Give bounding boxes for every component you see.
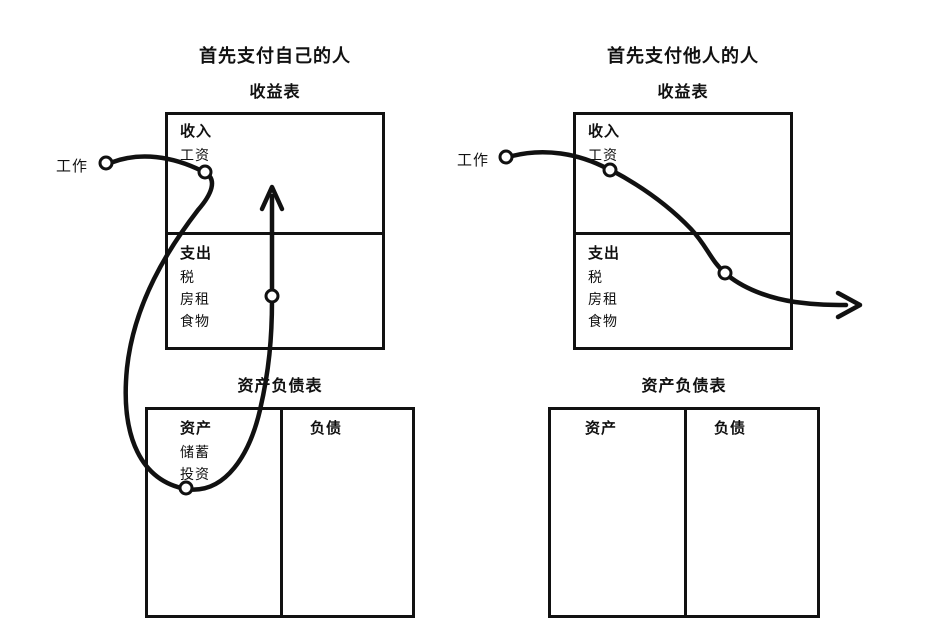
right-job-label: 工作 bbox=[457, 152, 490, 169]
right-job-node-icon bbox=[498, 149, 514, 165]
right-income-section: 收入 工资 bbox=[588, 120, 620, 166]
right-income-item-salary: 工资 bbox=[588, 147, 618, 163]
left-expense-item-tax: 税 bbox=[180, 269, 195, 285]
left-income-item-salary: 工资 bbox=[180, 147, 210, 163]
right-assets-section: 资产 bbox=[585, 417, 617, 441]
left-assets-label: 资产 bbox=[180, 420, 213, 437]
right-income-statement-box: 收入 工资 支出 税 房租 食物 bbox=[573, 112, 793, 350]
right-income-label: 收入 bbox=[588, 123, 621, 140]
left-income-statement-title: 收益表 bbox=[249, 84, 301, 101]
left-expense-label: 支出 bbox=[180, 245, 213, 262]
left-assets-liabilities-divider bbox=[280, 409, 283, 616]
left-job-label: 工作 bbox=[56, 158, 89, 175]
left-expense-item-rent: 房租 bbox=[180, 291, 210, 307]
right-income-statement-title: 收益表 bbox=[657, 84, 709, 101]
left-income-label: 收入 bbox=[180, 123, 213, 140]
right-panel-title: 首先支付他人的人 bbox=[607, 46, 759, 66]
right-expense-section: 支出 税 房租 食物 bbox=[588, 242, 620, 332]
left-income-statement-box: 收入 工资 支出 税 房租 食物 bbox=[165, 112, 385, 350]
right-income-expense-divider bbox=[575, 232, 791, 235]
left-liabilities-section: 负债 bbox=[310, 417, 342, 441]
right-assets-label: 资产 bbox=[585, 420, 618, 437]
right-liabilities-section: 负债 bbox=[714, 417, 746, 441]
right-expense-item-tax: 税 bbox=[588, 269, 603, 285]
right-liabilities-label: 负债 bbox=[714, 420, 747, 437]
left-balance-sheet-box: 资产 储蓄 投资 负债 bbox=[145, 407, 415, 618]
left-balance-sheet-title: 资产负债表 bbox=[237, 378, 323, 395]
right-expense-label: 支出 bbox=[588, 245, 621, 262]
right-balance-sheet-title: 资产负债表 bbox=[641, 378, 727, 395]
right-expense-item-food: 食物 bbox=[588, 313, 618, 329]
right-expense-item-rent: 房租 bbox=[588, 291, 618, 307]
left-liabilities-label: 负债 bbox=[310, 420, 343, 437]
left-panel-title: 首先支付自己的人 bbox=[199, 46, 351, 66]
left-income-expense-divider bbox=[167, 232, 383, 235]
left-expense-item-food: 食物 bbox=[180, 313, 210, 329]
left-income-section: 收入 工资 bbox=[180, 120, 212, 166]
left-asset-item-investment: 投资 bbox=[180, 466, 210, 482]
left-asset-item-savings: 储蓄 bbox=[180, 444, 210, 460]
right-balance-sheet-box: 资产 负债 bbox=[548, 407, 820, 618]
left-assets-section: 资产 储蓄 投资 bbox=[180, 417, 212, 485]
left-job-node-icon bbox=[98, 155, 114, 171]
right-out-arrowhead-icon bbox=[835, 290, 863, 320]
left-expense-section: 支出 税 房租 食物 bbox=[180, 242, 212, 332]
right-assets-liabilities-divider bbox=[684, 409, 687, 616]
